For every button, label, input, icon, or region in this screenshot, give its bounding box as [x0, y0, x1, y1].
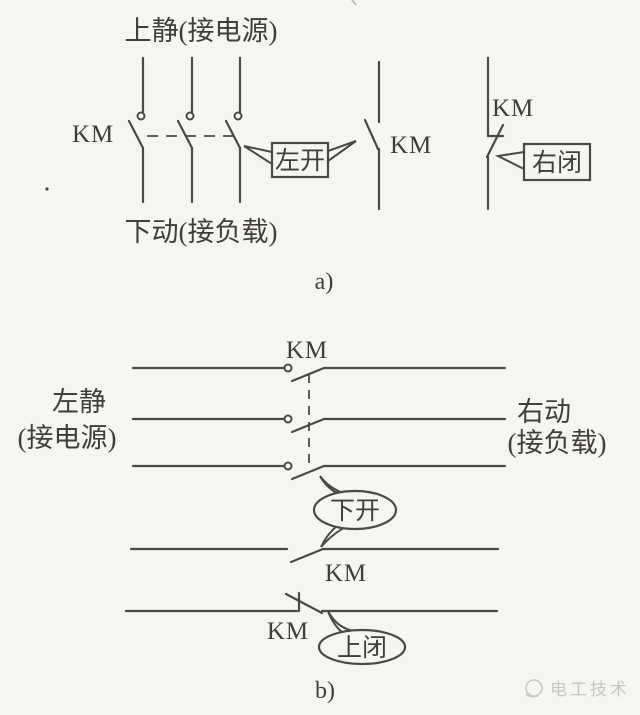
- callout-pointer-left: [494, 151, 525, 170]
- contact-arm: [363, 118, 380, 151]
- callout-box: [270, 141, 330, 179]
- callout-down-open: 下开: [312, 475, 398, 548]
- callout-left-open-label: 左开: [275, 147, 325, 175]
- section-a: 上静(接电源) KM 下动(接负载) 左开: [72, 16, 592, 295]
- contact-circle: [233, 111, 243, 121]
- main-contact-pole-3: [224, 56, 243, 204]
- contact-arm: [289, 547, 325, 564]
- watermark-text: 电工技术: [550, 680, 630, 699]
- contact-arm: [176, 119, 194, 150]
- main-contact-pole-1: [127, 56, 146, 204]
- callout-tail-up: [327, 610, 359, 635]
- contact-circle: [283, 363, 293, 373]
- main-contact-row-1: [131, 363, 507, 383]
- callout-bubble: [312, 489, 398, 531]
- callout-box: [522, 142, 592, 182]
- callout-pointer-left: [243, 145, 273, 165]
- contact-arm: [224, 119, 242, 150]
- section-a-top-terminal-label: 上静(接电源): [125, 16, 278, 46]
- contact-circle: [185, 111, 195, 121]
- aux-no-contact-horizontal: KM: [129, 547, 500, 587]
- aux-nc-contact-horizontal: KM: [124, 591, 499, 645]
- section-b-right-terminal-label-line2: (接负载): [508, 428, 607, 458]
- callout-bubble: [317, 628, 407, 666]
- contact-arm: [290, 417, 326, 434]
- callout-right-closed: 右闭: [494, 142, 592, 182]
- main-contact-row-2: [131, 414, 507, 434]
- callout-down-open-label: 下开: [330, 498, 380, 525]
- section-a-caption: a): [315, 269, 334, 295]
- callout-pointer-right: [327, 140, 357, 162]
- contact-circle: [283, 461, 293, 471]
- contact-circle: [136, 111, 146, 121]
- section-b: KM 左静 (接电源) 右动 (接负载): [18, 337, 607, 704]
- aux-nc-contact-vertical: KM: [485, 56, 534, 211]
- watermark: 电工技术: [525, 679, 630, 699]
- section-a-main-km-label: KM: [72, 121, 114, 148]
- section-b-right-terminal-label-line1: 右动: [517, 397, 571, 427]
- contact-arm: [284, 592, 324, 615]
- ink-speck: [45, 187, 49, 191]
- contact-circle: [283, 414, 293, 424]
- contact-arm: [290, 366, 326, 383]
- aux-nc-km-label: KM: [492, 95, 534, 122]
- watermark-logo-icon: [525, 679, 543, 697]
- aux-no-km-label: KM: [390, 132, 432, 159]
- watermark-logo-flourish: [525, 693, 539, 698]
- section-b-main-km-label: KM: [286, 337, 328, 364]
- callout-up-closed-label: 上闭: [337, 634, 387, 662]
- aux-nc-km-label: KM: [267, 618, 309, 645]
- contact-arm: [127, 119, 145, 150]
- crop-artifact-mark: [351, 0, 357, 6]
- main-contact-pole-2: [176, 56, 195, 204]
- callout-up-closed: 上闭: [317, 610, 407, 666]
- section-b-caption: b): [315, 678, 335, 704]
- aux-no-km-label: KM: [325, 560, 367, 587]
- contact-arm: [485, 123, 505, 159]
- callout-right-closed-label: 右闭: [532, 149, 582, 177]
- callout-left-open: 左开: [243, 140, 357, 179]
- aux-no-contact-vertical: KM: [363, 60, 432, 211]
- main-contact-row-3: [131, 461, 507, 481]
- section-b-left-terminal-label-line1: 左静: [52, 387, 106, 417]
- section-a-bottom-terminal-label: 下动(接负载): [125, 217, 278, 247]
- section-b-left-terminal-label-line2: (接电源): [18, 423, 117, 453]
- contact-arm: [290, 464, 326, 481]
